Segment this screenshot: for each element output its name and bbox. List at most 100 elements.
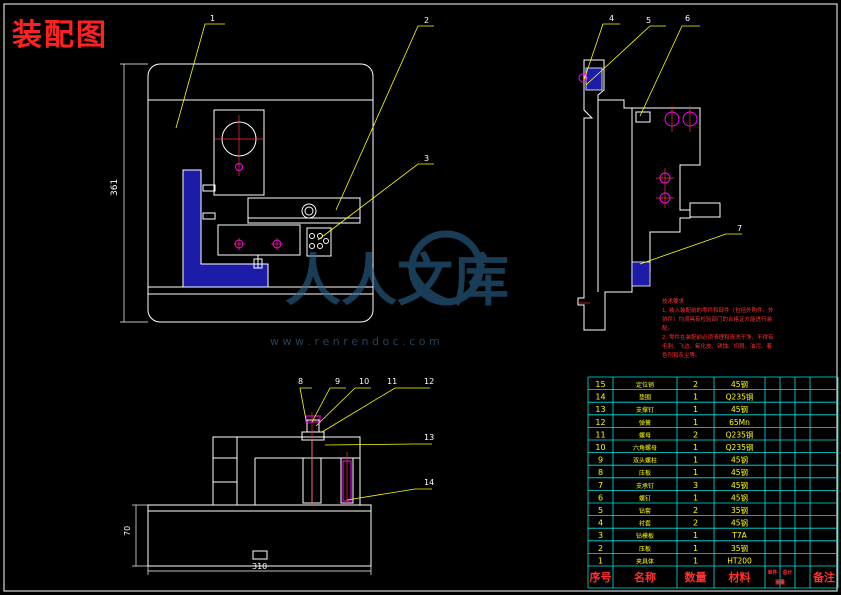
bom-name: 压板 [639, 545, 651, 553]
bom-name: 钻套 [639, 507, 651, 515]
bom-header-weight: 重量 [775, 579, 785, 586]
balloon-3: 3 [424, 154, 429, 163]
bom-header-name: 名称 [634, 570, 656, 584]
bom-name: 螺钉 [639, 494, 651, 502]
bom-material: Q235钢 [726, 442, 754, 452]
bom-name: 钻模板 [636, 532, 654, 540]
bom-qty: 2 [693, 506, 698, 515]
balloon-8: 8 [298, 377, 303, 386]
drawing-border [3, 3, 838, 592]
balloon-9: 9 [335, 377, 340, 386]
dim-length: 310 [252, 562, 267, 571]
bom-material: Q235钢 [726, 429, 754, 439]
bom-header-material: 材料 [729, 570, 751, 584]
side-view-centers [578, 106, 691, 304]
length-dimension [132, 504, 372, 575]
bom-name: 支撑钉 [636, 406, 654, 414]
bom-name: 夹具体 [636, 557, 654, 565]
bom-no: 14 [595, 393, 605, 402]
base-block [147, 504, 372, 567]
balloon-14: 14 [424, 478, 434, 487]
bom-qty: 2 [693, 430, 698, 439]
bom-material: 45钢 [731, 467, 748, 477]
bom-no: 1 [598, 556, 603, 565]
bom-qty: 1 [693, 531, 698, 540]
base-plate-outline [147, 63, 374, 323]
bom-header-total: 总计 [782, 569, 792, 576]
bom-name: 压板 [639, 469, 651, 477]
leader-lines [175, 23, 742, 501]
bom-name: 六角螺母 [633, 444, 657, 452]
bom-no: 4 [598, 519, 603, 528]
bom-qty: 1 [693, 418, 698, 427]
bom-material: 45钢 [731, 455, 748, 465]
balloon-6: 6 [685, 14, 690, 23]
side-view-holes [578, 73, 698, 204]
front-view-centers [215, 115, 283, 250]
bom-name: 弹簧 [639, 419, 651, 427]
balloon-labels: 1 2 3 4 5 6 7 8 9 10 11 12 13 14 [210, 14, 742, 487]
bom-qty: 1 [693, 556, 698, 565]
height-dimension [120, 63, 148, 323]
balloon-4: 4 [609, 14, 614, 23]
bom-no: 10 [595, 443, 605, 452]
bom-name: 支承钉 [636, 482, 654, 490]
balloon-5: 5 [646, 16, 651, 25]
side-body [577, 59, 701, 331]
bom-material: 65Mn [729, 418, 750, 427]
bom-no: 7 [598, 481, 603, 490]
balloon-12: 12 [424, 377, 434, 386]
notes-line-2: 2. 零件在装配前必须清理和清洗干净，不得有毛刺、飞边、氧化皮、锈蚀、切屑、油污… [662, 335, 774, 359]
bom-material: HT200 [727, 556, 752, 565]
bom-no: 8 [598, 468, 603, 477]
bom-material: T7A [731, 531, 747, 540]
watermark-url: w w w . r e n r e n d o c . c o m [270, 335, 440, 348]
bom-qty: 2 [693, 380, 698, 389]
balloon-11: 11 [387, 377, 397, 386]
watermark-text: 人人文库 [285, 249, 509, 314]
bom-header-remark: 备注 [812, 570, 835, 584]
bom-no: 13 [595, 405, 605, 414]
clamp-nut [301, 203, 317, 219]
bom-material: 45钢 [731, 480, 748, 490]
bom-no: 9 [598, 456, 603, 465]
bom-name: 垫圈 [639, 394, 651, 402]
bom-qty: 1 [693, 544, 698, 553]
bottom-view [147, 419, 372, 567]
bom-name: 定位销 [636, 381, 654, 389]
bom-qty: 1 [693, 405, 698, 414]
bom-qty: 1 [693, 393, 698, 402]
clamp-arm [247, 197, 361, 224]
balloon-2: 2 [424, 16, 429, 25]
balloon-1: 1 [210, 14, 215, 23]
bom-material: 35钢 [731, 543, 748, 553]
bom-qty: 2 [693, 519, 698, 528]
bom-no: 2 [598, 544, 603, 553]
technical-notes: 技术要求 1. 装入装配前的零件和部件（包括外购件、外协件）均须具有检验部门的合… [662, 298, 774, 361]
bom-header-single: 单件 [767, 569, 777, 576]
bom-header-no: 序号 [590, 570, 612, 584]
drawing-title: 装配图 [12, 18, 108, 53]
bom-no: 11 [595, 430, 605, 439]
bom-material: 45钢 [731, 404, 748, 414]
bom-no: 6 [598, 493, 603, 502]
notes-title: 技术要求 [662, 299, 685, 305]
notes-line-1: 1. 装入装配前的零件和部件（包括外购件、外协件）均须具有检验部门的合格证方能进… [662, 308, 774, 332]
side-view-sections [585, 67, 651, 287]
bom-no: 5 [598, 506, 603, 515]
l-bracket-section [182, 169, 269, 288]
bom-name: 双头螺柱 [633, 457, 657, 465]
balloon-13: 13 [424, 433, 434, 442]
bom-material: 45钢 [731, 379, 748, 389]
bom-no: 12 [595, 418, 605, 427]
side-view [577, 59, 721, 331]
bom-no: 15 [595, 380, 605, 389]
balloon-7: 7 [737, 224, 742, 233]
bom-qty: 3 [693, 481, 698, 490]
bom-qty: 1 [693, 456, 698, 465]
dim-height-small: 70 [123, 526, 132, 536]
bom-name: 螺母 [639, 431, 651, 439]
bom-material: 35钢 [731, 505, 748, 515]
